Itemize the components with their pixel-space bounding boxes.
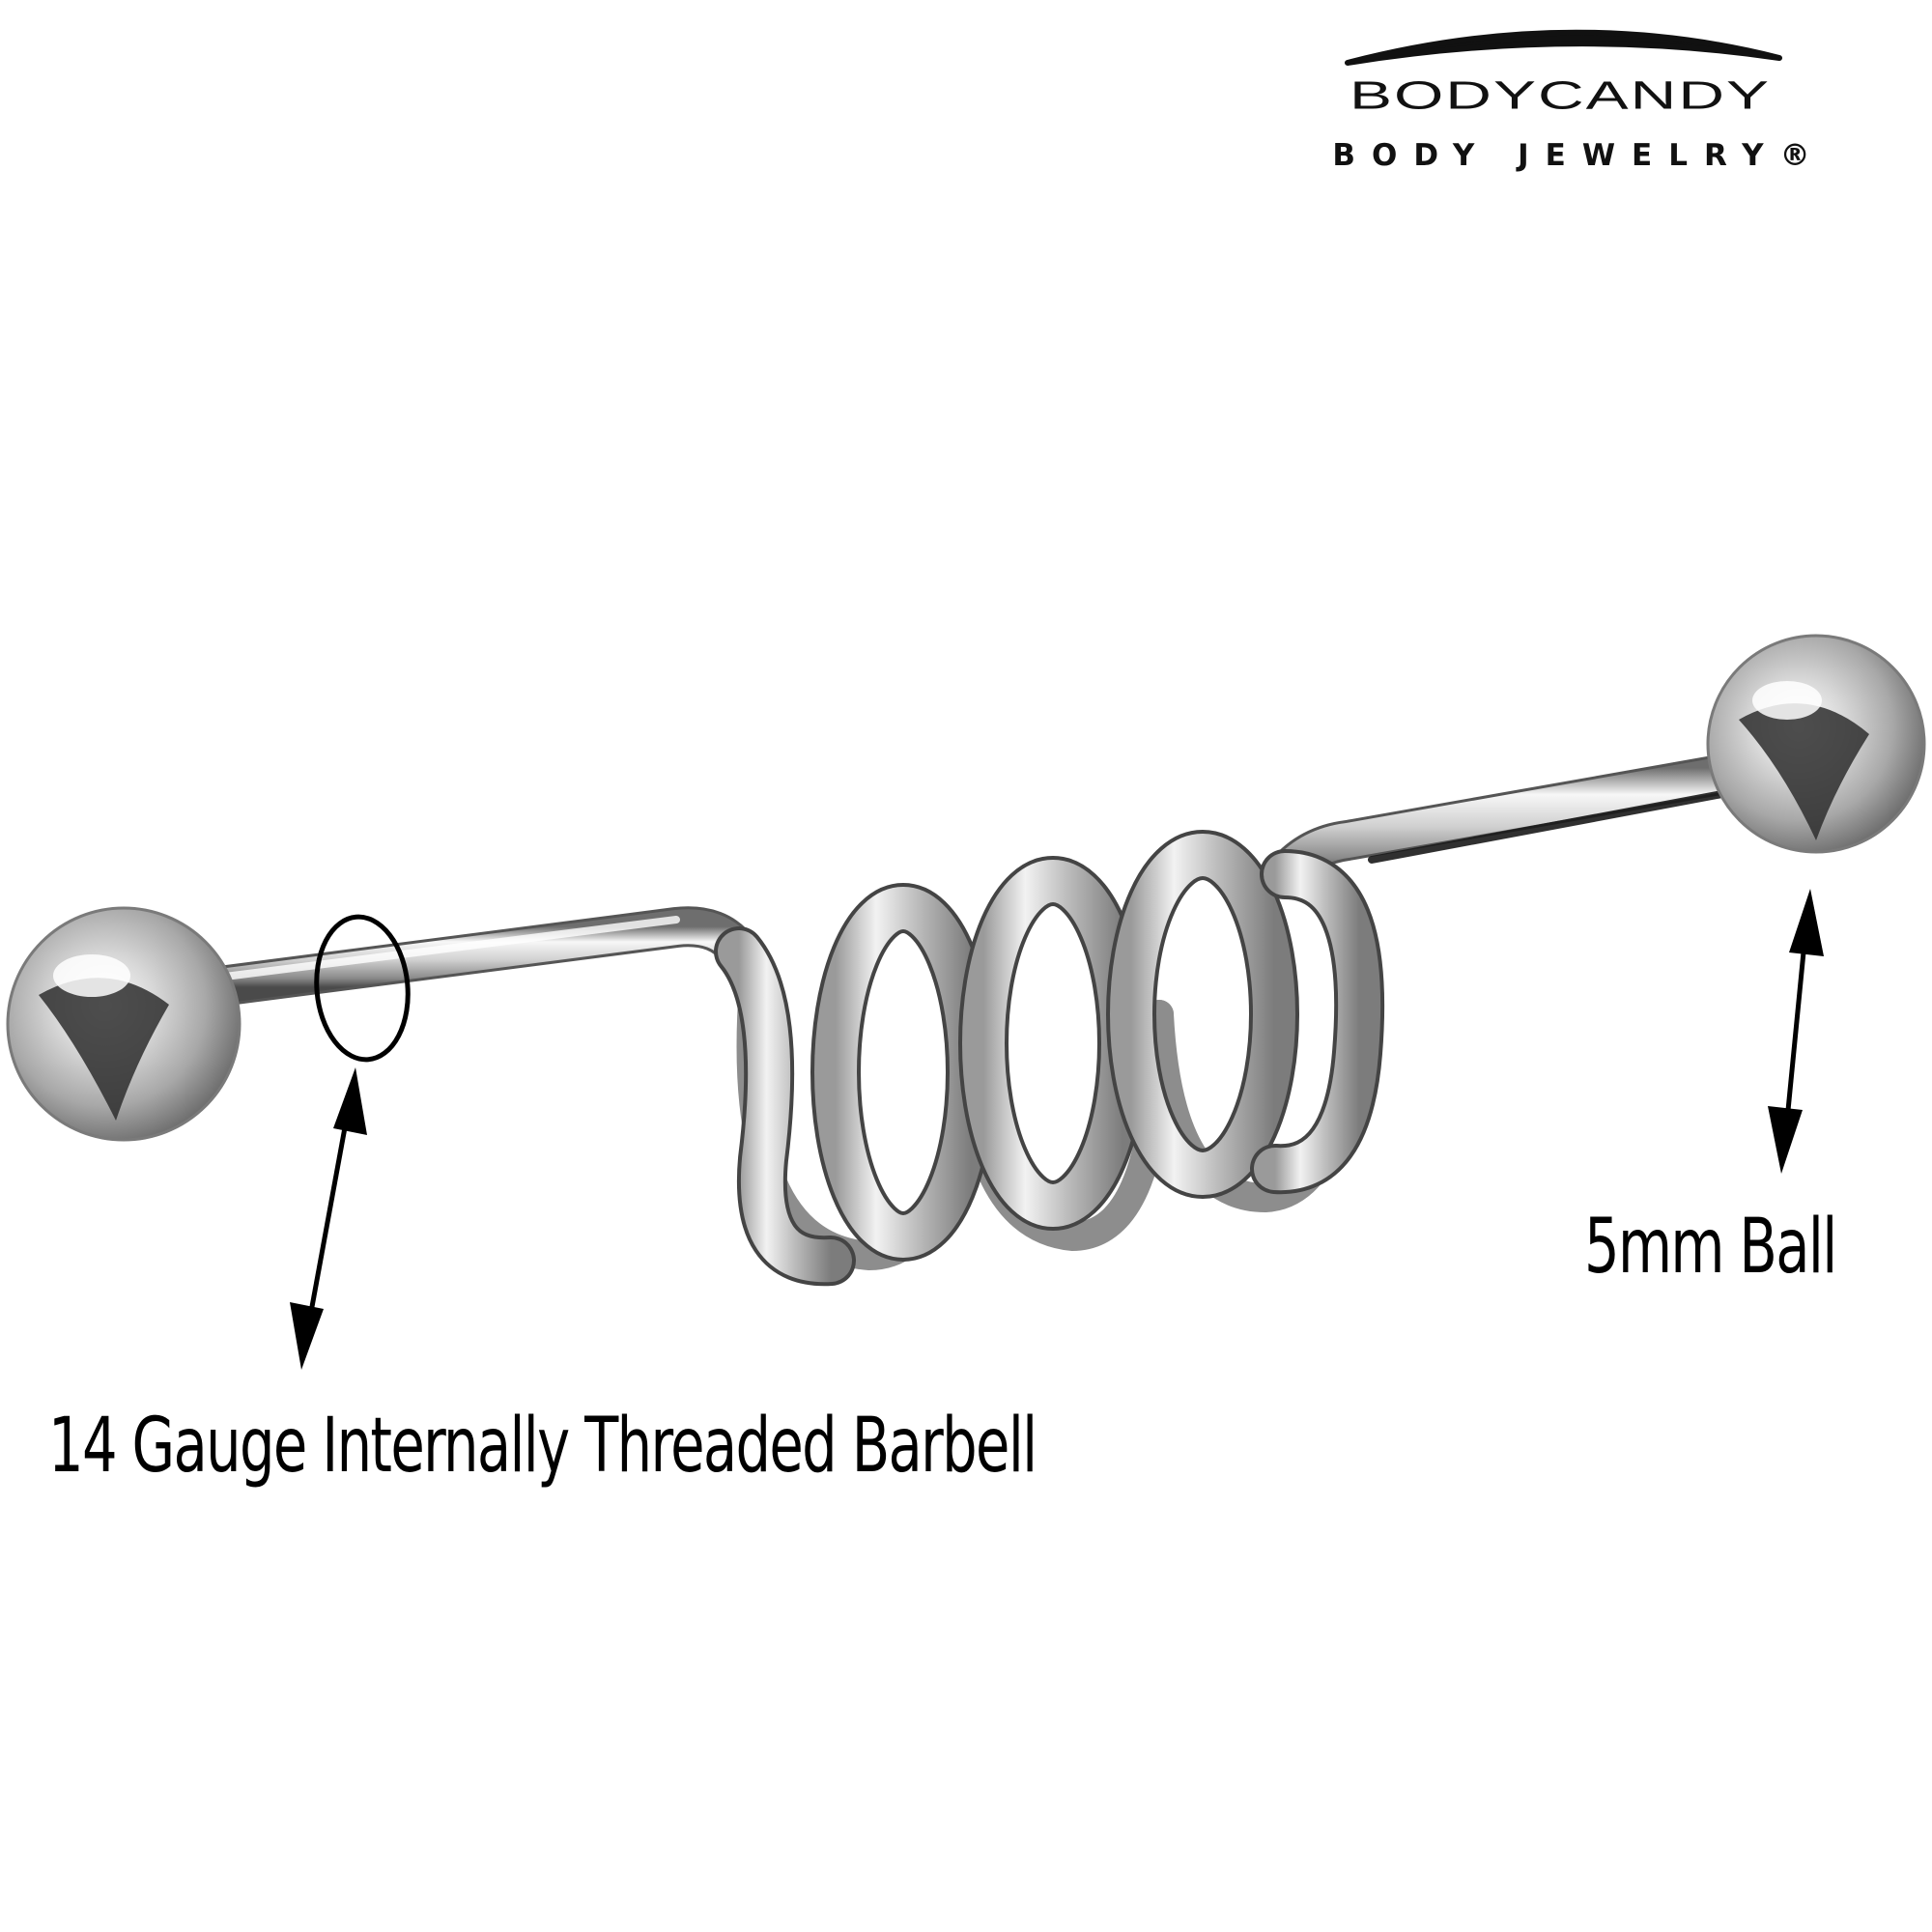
brand-tagline: BODY JEWELRY® bbox=[1332, 138, 1827, 173]
gauge-label: 14 Gauge Internally Threaded Barbell bbox=[48, 1403, 1037, 1490]
coil-front bbox=[714, 830, 1385, 1287]
right-bar bbox=[1264, 748, 1778, 895]
double-headed-arrow-icon bbox=[1768, 889, 1824, 1174]
ball-size-label: 5mm Ball bbox=[1584, 1204, 1837, 1291]
right-ball bbox=[1706, 634, 1926, 854]
brand-wordmark: BODYCANDY bbox=[1349, 72, 1772, 118]
left-bar bbox=[192, 906, 759, 1008]
left-ball bbox=[6, 906, 242, 1142]
logo-swoosh bbox=[1345, 29, 1782, 66]
ring-marker-icon bbox=[314, 914, 411, 1063]
double-headed-arrow-icon bbox=[290, 1067, 367, 1370]
